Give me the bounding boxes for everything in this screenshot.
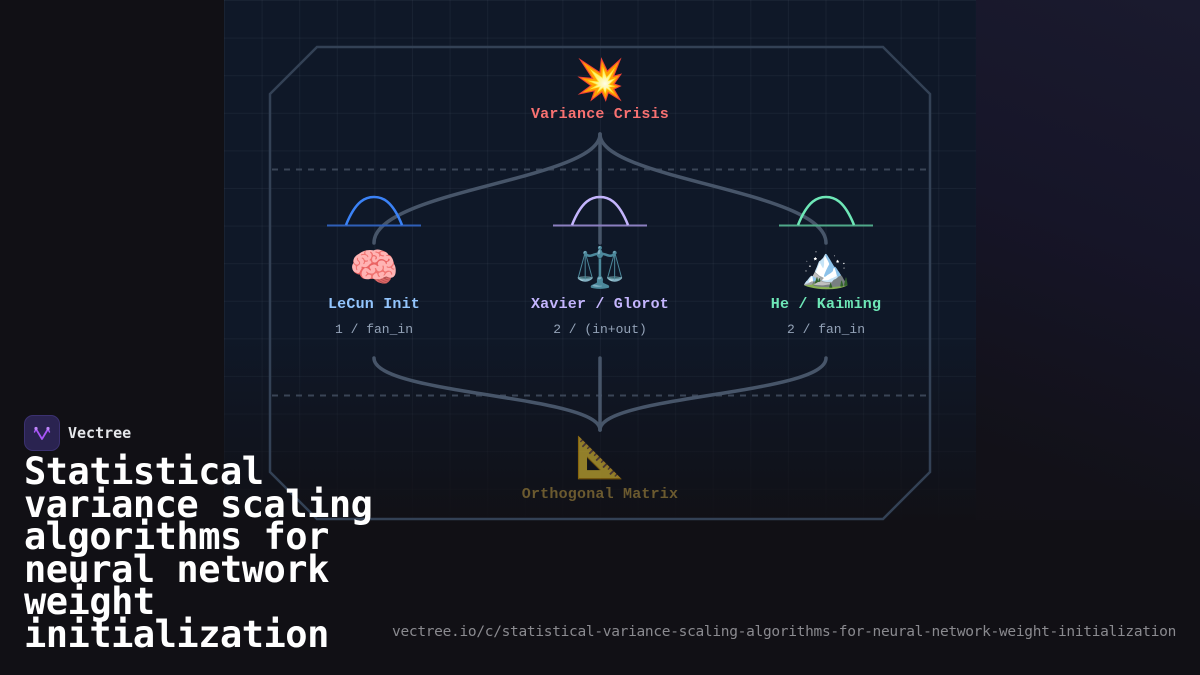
node-xavier-glorot: ⚖️ Xavier / Glorot 2 / (in+out) (490, 246, 710, 337)
collision-icon: 💥 (575, 57, 625, 103)
vectree-logo-icon (24, 415, 60, 451)
title-line: initialization (24, 612, 329, 656)
bottom-band (0, 520, 1200, 675)
bell-curve-he (779, 195, 873, 227)
title-line: variance scaling (24, 482, 373, 526)
page-title: Statistical variance scaling algorithms … (24, 450, 444, 656)
node-variance-crisis: 💥 Variance Crisis (490, 58, 710, 123)
node-label: Orthogonal Matrix (521, 486, 679, 503)
page-url[interactable]: vectree.io/c/statistical-variance-scalin… (392, 624, 1176, 640)
title-line: Statistical (24, 450, 264, 493)
node-formula: 2 / fan_in (786, 322, 865, 337)
node-label: Xavier / Glorot (530, 296, 670, 313)
brand: Vectree (24, 415, 131, 451)
triangular-ruler-icon: 📐 (575, 435, 625, 481)
brain-icon: 🧠 (349, 245, 399, 291)
node-orthogonal-matrix: 📐 Orthogonal Matrix (490, 436, 710, 503)
title-line: neural network (24, 547, 329, 591)
node-he-kaiming: 🏔️ He / Kaiming 2 / fan_in (716, 246, 936, 337)
balance-scale-icon: ⚖️ (575, 245, 625, 291)
title-line: weight (24, 580, 155, 623)
top-connectors (372, 132, 828, 245)
bell-curve-xavier (553, 195, 647, 227)
node-label: He / Kaiming (770, 296, 882, 313)
node-formula: 2 / (in+out) (553, 322, 647, 337)
mountain-icon: 🏔️ (801, 245, 851, 291)
node-label: Variance Crisis (530, 106, 670, 123)
node-formula: 1 / fan_in (334, 322, 413, 337)
title-line: algorithms for (24, 515, 329, 558)
bell-curve-lecun (327, 195, 421, 227)
bottom-connectors (372, 356, 828, 432)
octagon-frame (268, 45, 932, 521)
brand-name: Vectree (68, 424, 132, 442)
node-lecun-init: 🧠 LeCun Init 1 / fan_in (264, 246, 484, 337)
node-label: LeCun Init (327, 296, 420, 313)
